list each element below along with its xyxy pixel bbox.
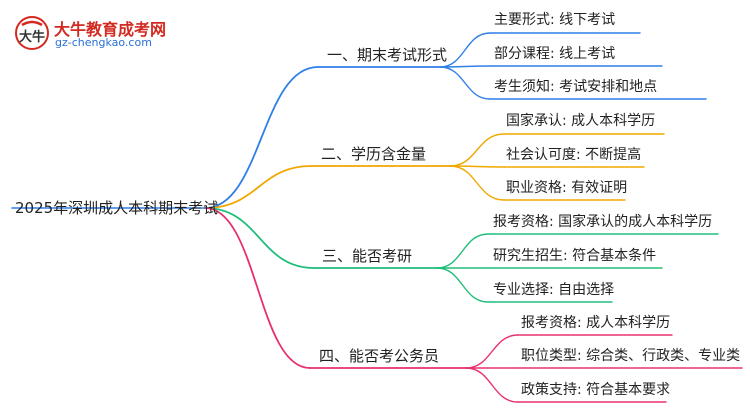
leaf-connector-2-3: [449, 165, 505, 201]
leaf-connector-1-3: [439, 66, 491, 100]
branch-topic-1: 一、期末考试形式: [327, 46, 448, 64]
branch-topic-3: 三、能否考研: [322, 247, 413, 265]
logo-title: 大牛教育成考网: [54, 20, 167, 39]
leaf-connector-1-1: [439, 32, 491, 68]
root-topic: 2025年深圳成人本科期末考试: [15, 199, 219, 217]
leaf-topic-2-2: 社会认可度: 不断提高: [506, 147, 642, 163]
leaf-connector-4-3: [465, 367, 519, 403]
logo-url: gz-chengkao.com: [55, 36, 152, 49]
leaf-connector-3-3: [436, 267, 489, 303]
branch-topic-4: 四、能否考公务员: [319, 347, 440, 365]
leaf-topic-1-2: 部分课程: 线上考试: [494, 46, 616, 62]
leaf-connector-4-1: [465, 334, 519, 369]
branch-topic-2: 二、学历含金量: [321, 145, 427, 163]
leaf-topic-1-1: 主要形式: 线下考试: [494, 12, 616, 28]
leaf-topic-3-2: 研究生招生: 符合基本条件: [493, 248, 657, 264]
site-logo: 大牛 大牛教育成考网 gz-chengkao.com: [14, 15, 184, 55]
leaf-connector-2-1: [449, 133, 505, 167]
logo-mark-text: 大牛: [19, 29, 45, 45]
leaf-topic-4-1: 报考资格: 成人本科学历: [521, 315, 671, 331]
leaf-topic-1-3: 考生须知: 考试安排和地点: [494, 79, 658, 95]
leaf-topic-3-1: 报考资格: 国家承认的成人本科学历: [493, 214, 713, 230]
logo-mark-icon: 大牛: [15, 16, 49, 50]
branch-connector-2: [204, 165, 313, 209]
leaf-topic-2-3: 职业资格: 有效证明: [506, 180, 628, 196]
branch-connector-4: [204, 207, 311, 369]
leaf-topic-4-3: 政策支持: 符合基本要求: [521, 382, 671, 398]
leaf-topic-3-3: 专业选择: 自由选择: [493, 282, 615, 298]
branch-connector-1: [204, 66, 319, 209]
branch-connector-3: [204, 207, 315, 269]
leaf-topic-2-1: 国家承认: 成人本科学历: [506, 113, 656, 129]
leaf-topic-4-2: 职位类型: 综合类、行政类、专业类: [521, 348, 741, 364]
leaf-connector-3-1: [436, 233, 489, 269]
